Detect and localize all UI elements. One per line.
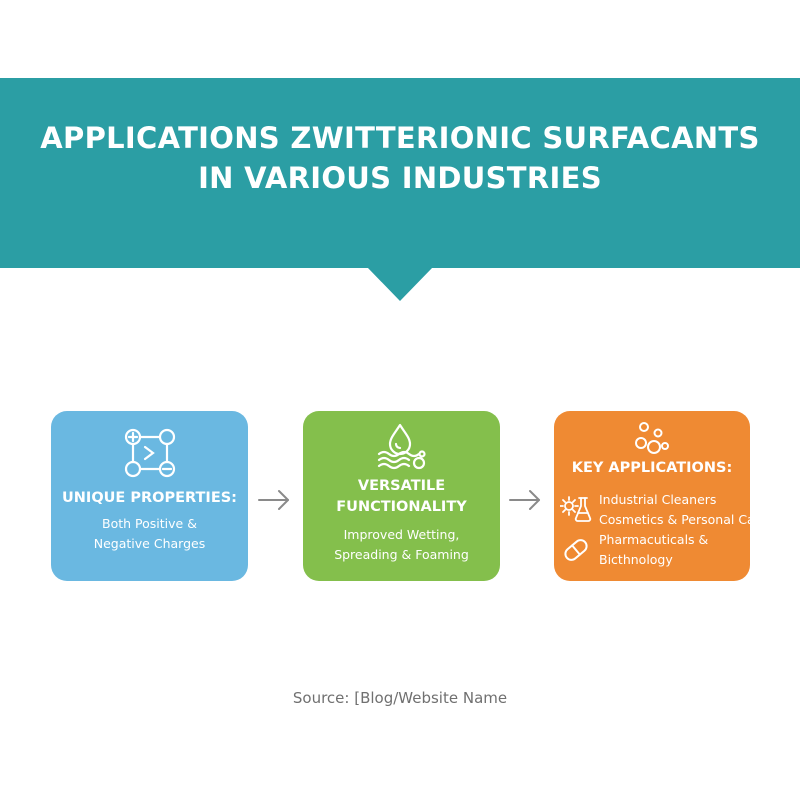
key-applications-card: KEY APPLICATIONS: Industrial Cleaners Co… xyxy=(554,411,750,581)
card-heading-line: KEY APPLICATIONS: xyxy=(571,460,733,476)
application-item-text: Pharmacuticals & Bicthnology xyxy=(599,530,708,570)
card-heading-line: VERSATILE xyxy=(357,478,446,494)
card-heading-line: UNIQUE PROPERTIES: xyxy=(62,490,237,506)
arrow-right-icon xyxy=(258,490,289,510)
card-body-line: Negative Charges xyxy=(93,536,206,551)
capsule-icon xyxy=(564,539,588,561)
key-applications-heading: KEY APPLICATIONS: xyxy=(554,458,750,479)
title-line-2: IN VARIOUS INDUSTRIES xyxy=(198,161,602,195)
unique-properties-body: Both Positive & Negative Charges xyxy=(51,514,248,554)
unique-properties-heading: UNIQUE PROPERTIES: xyxy=(51,488,248,509)
arrow-right-icon xyxy=(509,490,540,510)
source-caption: Source: [Blog/Website Name xyxy=(292,689,508,707)
card-body-line: Spreading & Foaming xyxy=(334,547,469,562)
application-line: Industrial Cleaners xyxy=(599,492,717,507)
gear-flask-icon xyxy=(560,496,592,522)
card-heading-line: FUNCTIONALITY xyxy=(336,499,467,515)
application-line: Cosmetics & Personal Care xyxy=(599,512,750,527)
card-body-line: Improved Wetting, xyxy=(343,527,460,542)
unique-properties-card: UNIQUE PROPERTIES: Both Positive & Negat… xyxy=(51,411,248,581)
charged-molecule-icon xyxy=(124,428,176,478)
bubbles-icon xyxy=(635,422,669,454)
application-line: Pharmacuticals & xyxy=(599,532,709,547)
card-body-line: Both Positive & xyxy=(102,516,197,531)
versatile-functionality-heading: VERSATILE FUNCTIONALITY xyxy=(303,476,500,518)
water-drop-waves-icon xyxy=(377,423,426,470)
title-banner xyxy=(0,78,800,268)
title-line-1: APPLICATIONS ZWITTERIONIC SURFACANTS xyxy=(40,121,760,155)
application-line: Bicthnology xyxy=(599,552,673,567)
application-item-text: Industrial Cleaners Cosmetics & Personal… xyxy=(599,490,750,530)
versatile-functionality-body: Improved Wetting, Spreading & Foaming xyxy=(303,525,500,565)
versatile-functionality-card: VERSATILE FUNCTIONALITY Improved Wetting… xyxy=(303,411,500,581)
page-title: APPLICATIONS ZWITTERIONIC SURFACANTS IN … xyxy=(40,118,760,198)
banner-pointer xyxy=(367,267,433,301)
